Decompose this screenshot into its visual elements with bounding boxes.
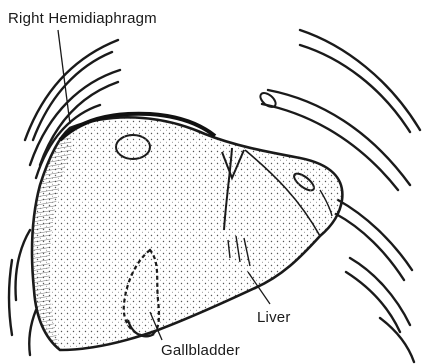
gallbladder-label: Gallbladder: [161, 342, 240, 359]
left-rib-1: [300, 30, 420, 130]
right-rib-5: [9, 260, 12, 335]
left-rib-3: [338, 200, 412, 270]
liver: [32, 114, 342, 350]
right-hemidiaphragm-label: Right Hemidiaphragm: [8, 10, 157, 27]
left-rib-4: [350, 258, 410, 325]
right-rib-4: [16, 230, 30, 300]
liver-outline: [32, 117, 342, 350]
liver-label: Liver: [257, 309, 291, 326]
left-rib-4-inner: [346, 272, 400, 332]
right-rib-6: [29, 310, 36, 355]
cartilage-oval-1: [258, 90, 278, 109]
